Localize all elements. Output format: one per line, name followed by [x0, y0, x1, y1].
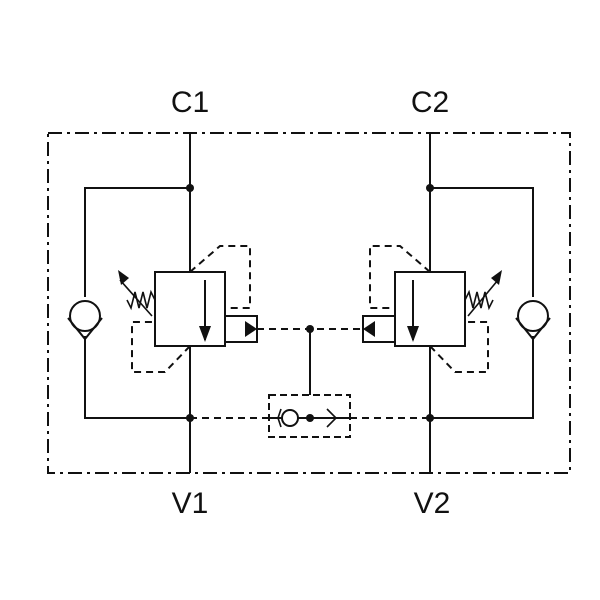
right-valve-body — [395, 272, 465, 346]
center-pilot-network — [190, 325, 430, 437]
left-pilot-arrow — [245, 321, 257, 337]
shuttle-flow-chevron — [327, 409, 336, 427]
left-valve-body — [155, 272, 225, 346]
right-bypass-line-lower — [430, 336, 533, 418]
left-bypass-line-lower — [85, 336, 190, 418]
port-label-c2: C2 — [410, 86, 450, 119]
port-label-v1: V1 — [171, 487, 209, 520]
right-bypass-line — [430, 188, 533, 297]
spring-adjust-arrowhead — [491, 270, 502, 285]
adjustable-spring-icon — [127, 292, 155, 308]
adjustable-spring-icon — [465, 292, 493, 308]
right-spring-assembly — [465, 270, 502, 316]
shuttle-seat — [278, 409, 281, 427]
left-bypass-line — [85, 188, 190, 297]
check-valve-icon — [518, 301, 548, 331]
junction-dot — [306, 414, 314, 422]
shuttle-ball — [282, 410, 298, 426]
junction-dot — [186, 184, 194, 192]
spring-adjust-arrowhead — [118, 270, 129, 285]
shuttle-valve — [269, 395, 350, 437]
port-label-v2: V2 — [413, 487, 451, 520]
left-top-pilot — [190, 246, 250, 308]
right-flow-arrowhead — [407, 326, 419, 342]
junction-dot — [426, 414, 434, 422]
spring-adjust-line — [120, 280, 152, 316]
left-flow-arrowhead — [199, 326, 211, 342]
right-bottom-pilot — [430, 322, 488, 372]
left-check-valve — [68, 301, 102, 339]
right-pilot-arrow — [363, 321, 375, 337]
right-top-pilot — [370, 246, 430, 308]
right-circuit — [363, 133, 550, 473]
check-valve-icon — [70, 301, 100, 331]
left-bottom-pilot — [132, 322, 190, 372]
left-spring-assembly — [118, 270, 155, 316]
junction-dot — [426, 184, 434, 192]
check-valve-seat — [516, 318, 550, 339]
check-valve-seat — [68, 318, 102, 339]
spring-adjust-line — [468, 280, 498, 316]
port-label-c1: C1 — [170, 86, 210, 119]
right-check-valve — [516, 301, 550, 339]
left-circuit — [68, 133, 257, 473]
